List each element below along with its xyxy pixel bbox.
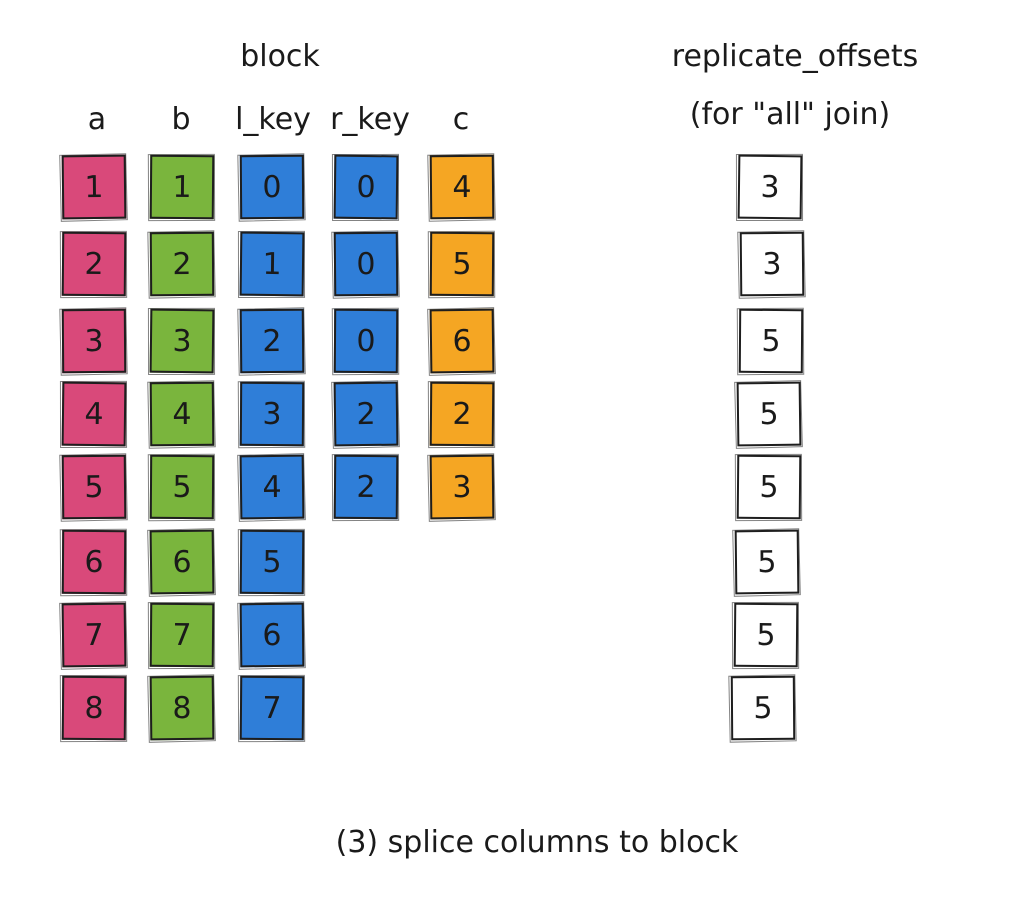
cell-l-key-4: 3: [239, 381, 305, 447]
cell-b-3: 3: [149, 308, 215, 374]
cell-c-5: 3: [429, 454, 495, 520]
cell-l-key-7: 6: [239, 602, 305, 668]
column-header-r-key: r_key: [330, 102, 410, 137]
cell-a-3: 3: [61, 308, 127, 374]
cell-b-4: 4: [149, 381, 215, 447]
cell-c-4: 2: [429, 381, 495, 447]
offsets-subtitle: (for "all" join): [689, 97, 891, 132]
cell-r-key-2: 0: [333, 231, 399, 297]
cell-a-5: 5: [61, 454, 127, 520]
cell-c-1: 4: [429, 154, 495, 220]
cell-l-key-2: 1: [239, 231, 305, 297]
cell-b-7: 7: [149, 602, 215, 668]
cell-l-key-5: 4: [239, 454, 305, 520]
cell-r-key-5: 2: [333, 454, 399, 520]
cell-c-3: 6: [429, 308, 495, 374]
cell-a-7: 7: [61, 602, 127, 668]
offset-cell-2: 3: [739, 231, 805, 297]
block-title: block: [240, 39, 320, 74]
column-header-a: a: [87, 102, 107, 137]
cell-l-key-1: 0: [239, 154, 305, 220]
offset-cell-8: 5: [730, 675, 796, 741]
offset-cell-4: 5: [736, 381, 802, 447]
cell-b-2: 2: [149, 231, 215, 297]
cell-a-4: 4: [61, 381, 127, 447]
column-header-c: c: [452, 102, 470, 137]
caption: (3) splice columns to block: [335, 825, 739, 860]
cell-a-1: 1: [61, 154, 127, 220]
cell-l-key-8: 7: [239, 675, 305, 741]
cell-b-6: 6: [149, 529, 215, 595]
cell-b-8: 8: [149, 675, 215, 741]
offset-cell-3: 5: [738, 308, 804, 374]
cell-c-2: 5: [429, 231, 495, 297]
offset-cell-7: 5: [733, 602, 799, 668]
offsets-title: replicate_offsets: [671, 39, 919, 74]
cell-b-1: 1: [149, 154, 215, 220]
cell-l-key-6: 5: [239, 529, 305, 595]
cell-b-5: 5: [149, 454, 215, 520]
cell-l-key-3: 2: [239, 308, 305, 374]
cell-a-6: 6: [61, 529, 127, 595]
cell-r-key-4: 2: [333, 381, 399, 447]
column-header-l-key: l_key: [235, 102, 311, 137]
cell-a-2: 2: [61, 231, 127, 297]
offset-cell-6: 5: [734, 529, 800, 595]
column-header-b: b: [171, 102, 191, 137]
cell-a-8: 8: [61, 675, 127, 741]
offset-cell-5: 5: [736, 454, 802, 520]
offset-cell-1: 3: [737, 154, 803, 220]
cell-r-key-1: 0: [333, 154, 399, 220]
cell-r-key-3: 0: [333, 308, 399, 374]
